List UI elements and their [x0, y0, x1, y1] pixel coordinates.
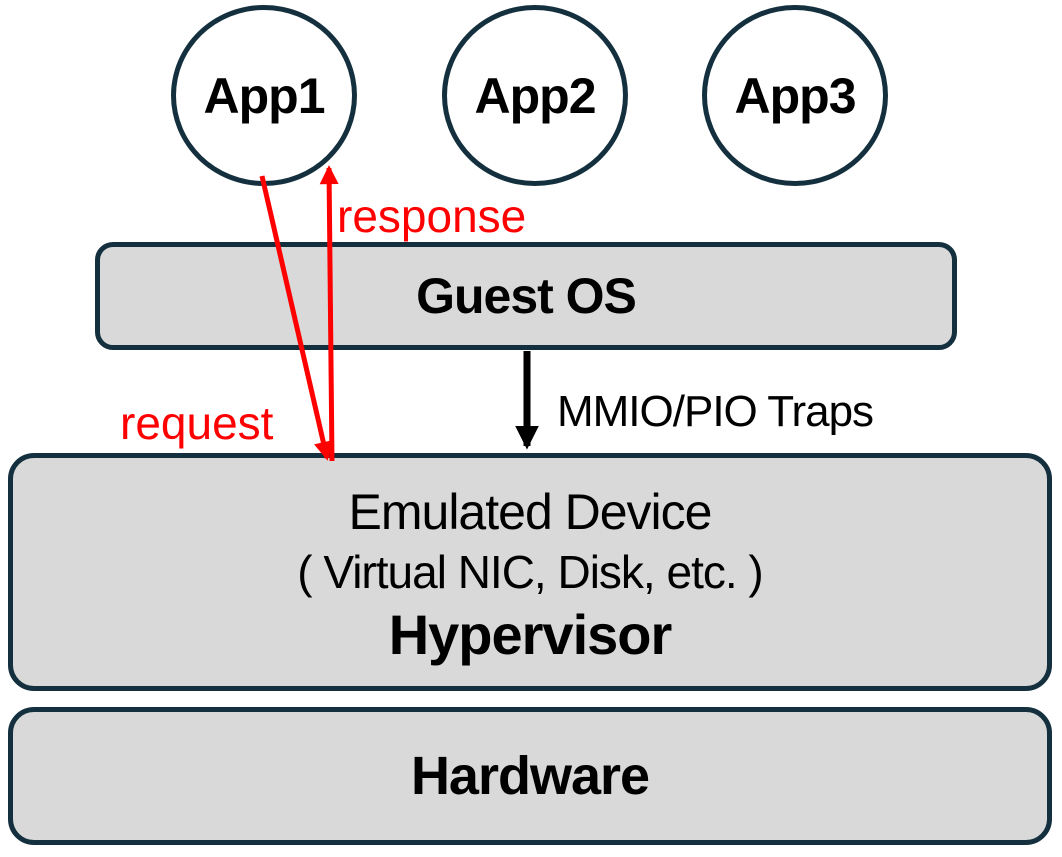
- app2-circle: App2: [442, 5, 628, 186]
- hypervisor-label: Hypervisor: [388, 603, 673, 666]
- hardware-box: Hardware: [8, 707, 1052, 845]
- request-label: request: [120, 397, 274, 449]
- hardware-label: Hardware: [410, 746, 650, 806]
- response-label: response: [337, 190, 527, 242]
- guest-os-box: Guest OS: [95, 242, 957, 350]
- app1-circle: App1: [171, 5, 357, 186]
- app3-label: App3: [734, 67, 857, 124]
- app1-label: App1: [203, 67, 326, 124]
- emulated-device-subtitle: ( Virtual NIC, Disk, etc. ): [297, 546, 763, 598]
- app3-circle: App3: [702, 5, 888, 186]
- guest-os-label: Guest OS: [416, 268, 637, 324]
- emulated-device-title: Emulated Device: [348, 484, 713, 540]
- hypervisor-box: Emulated Device ( Virtual NIC, Disk, etc…: [8, 453, 1052, 691]
- app2-label: App2: [474, 67, 597, 124]
- mmio-traps-label: MMIO/PIO Traps: [557, 387, 874, 436]
